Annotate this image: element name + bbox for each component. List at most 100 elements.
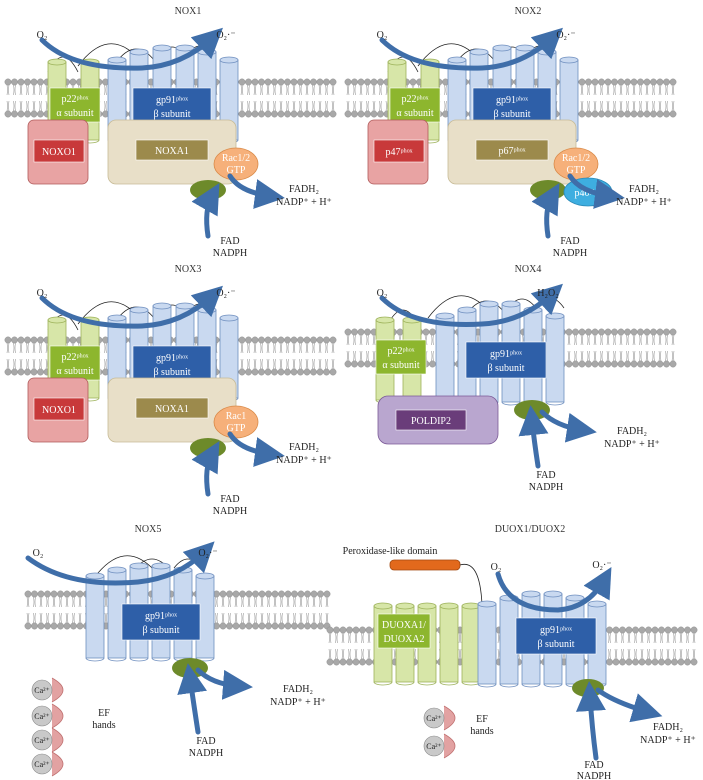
nadp-label: NADP⁺ + H⁺ <box>616 197 672 208</box>
calcium-label: Ca²⁺ <box>34 712 50 721</box>
lipid-head <box>69 78 77 86</box>
helix-top <box>219 56 239 64</box>
lipid-head <box>598 360 605 368</box>
ef-label-1: EF <box>476 714 488 725</box>
product-label: O₂·⁻ <box>216 30 235 41</box>
helix-top <box>461 602 481 610</box>
beta-label-1: gp91ᵖʰᵒˣ <box>540 625 572 636</box>
lipid-tail <box>286 596 290 608</box>
lipid-tail <box>26 612 30 624</box>
lipid-head <box>578 110 586 118</box>
lipid-head <box>329 110 337 118</box>
helix-bottom <box>499 683 519 688</box>
calcium-ion <box>423 707 445 729</box>
helix-top <box>435 312 455 320</box>
lipid-tail <box>671 334 675 346</box>
lipid-tail <box>621 648 624 660</box>
lipid-tail <box>26 596 30 608</box>
alpha-label-2: α subunit <box>56 108 93 119</box>
lipid-tail <box>39 84 42 96</box>
o2-label: O₂ <box>37 30 48 41</box>
product-label: O₂·⁻ <box>592 560 611 571</box>
lipid-head <box>326 658 334 666</box>
nadph-label: NADPH <box>213 248 247 259</box>
lipid-head <box>50 590 58 598</box>
lipid-tail <box>319 612 322 624</box>
lipid-tail <box>361 632 364 644</box>
alpha-subunit-box <box>389 87 441 123</box>
lipid-head <box>650 328 657 336</box>
lipid-tail <box>240 100 244 112</box>
panel-title: NOX2 <box>515 6 542 17</box>
lipid-tail <box>587 350 590 362</box>
lipid-tail <box>626 334 629 346</box>
helix-body <box>461 605 481 683</box>
lipid-tail <box>325 358 328 370</box>
lipid-head <box>645 626 652 634</box>
nadph-label: NADPH <box>213 506 247 517</box>
o2-arrow <box>25 541 215 586</box>
lipid-head <box>684 658 691 666</box>
lipid-head <box>591 328 599 336</box>
lipid-tail <box>234 612 238 624</box>
lipid-tail <box>328 632 332 644</box>
lipid-head <box>344 110 352 118</box>
lipid-head <box>284 368 291 376</box>
lipid-tail <box>353 334 356 346</box>
lipid-head <box>624 78 631 86</box>
lipid-tail <box>634 632 637 644</box>
beta-subunit-box <box>465 341 547 379</box>
lipid-tail <box>335 648 338 660</box>
lipid-head <box>76 590 84 598</box>
nadph-arrow <box>518 405 549 469</box>
lipid-head <box>37 78 44 86</box>
lipid-head <box>238 110 246 118</box>
lipid-head <box>578 328 586 336</box>
lipid-tail <box>228 612 231 624</box>
lipid-tail <box>608 632 611 644</box>
lipid-tail <box>692 632 696 644</box>
lipid-tail <box>640 632 644 644</box>
lipid-head <box>326 626 334 634</box>
lipid-tail <box>299 358 302 370</box>
lipid-head <box>651 658 659 666</box>
lipid-head <box>11 336 18 344</box>
lipid-tail <box>359 334 363 346</box>
lipid-tail <box>72 612 75 624</box>
helix-top <box>515 44 535 52</box>
lipid-head <box>604 360 612 368</box>
lipid-tail <box>639 350 642 362</box>
fadh2-label: FADH₂ <box>289 184 319 195</box>
lipid-tail <box>348 632 351 644</box>
o2-arrow <box>39 27 223 71</box>
helix-top <box>492 44 512 52</box>
lipid-tail <box>361 648 364 660</box>
lipid-tail <box>686 632 689 644</box>
lipid-head <box>30 336 38 344</box>
lipid-tail <box>692 648 696 660</box>
lipid-head <box>271 622 279 630</box>
lipid-tail <box>666 648 670 660</box>
lipid-head <box>619 658 626 666</box>
nadph-label: NADPH <box>577 771 611 780</box>
helix-body <box>85 575 105 659</box>
lipid-head <box>239 590 246 598</box>
lipid-head <box>572 360 579 368</box>
lipid-tail <box>299 84 302 96</box>
beta-helix-2 <box>499 594 519 688</box>
lipid-head <box>664 658 672 666</box>
lipid-tail <box>260 596 264 608</box>
lipid-head <box>303 336 311 344</box>
organizer-box <box>33 397 85 421</box>
lipid-tail <box>273 100 276 112</box>
alpha-label-1: p22ᵖʰᵒˣ <box>401 94 428 105</box>
lipid-head <box>346 658 353 666</box>
lipid-tail <box>632 350 636 362</box>
lipid-head <box>37 336 44 344</box>
lipid-tail <box>104 612 108 624</box>
lipid-tail <box>666 632 670 644</box>
lipid-head <box>344 78 352 86</box>
rac-label-2: GTP <box>227 165 246 176</box>
